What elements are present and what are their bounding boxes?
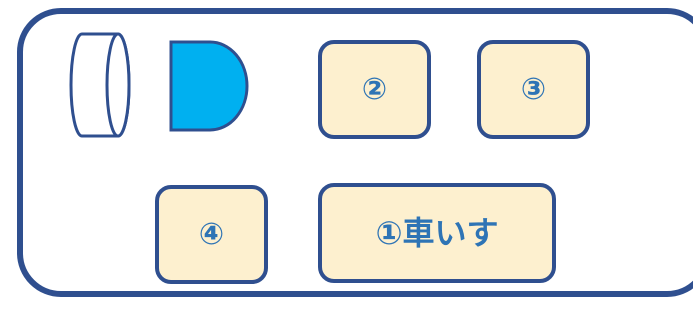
wheelchair-seat-label: ①車いす [375, 214, 499, 252]
driver-seat-icon [169, 40, 249, 132]
steering-wheel-icon [69, 32, 131, 138]
seat-2: ② [318, 40, 431, 139]
seat-2-label: ② [361, 71, 388, 107]
seat-3: ③ [477, 40, 590, 139]
seat-4-label: ④ [198, 216, 225, 252]
seat-3-label: ③ [520, 71, 547, 107]
seat-4: ④ [155, 185, 268, 284]
wheelchair-seat: ①車いす [318, 183, 556, 283]
